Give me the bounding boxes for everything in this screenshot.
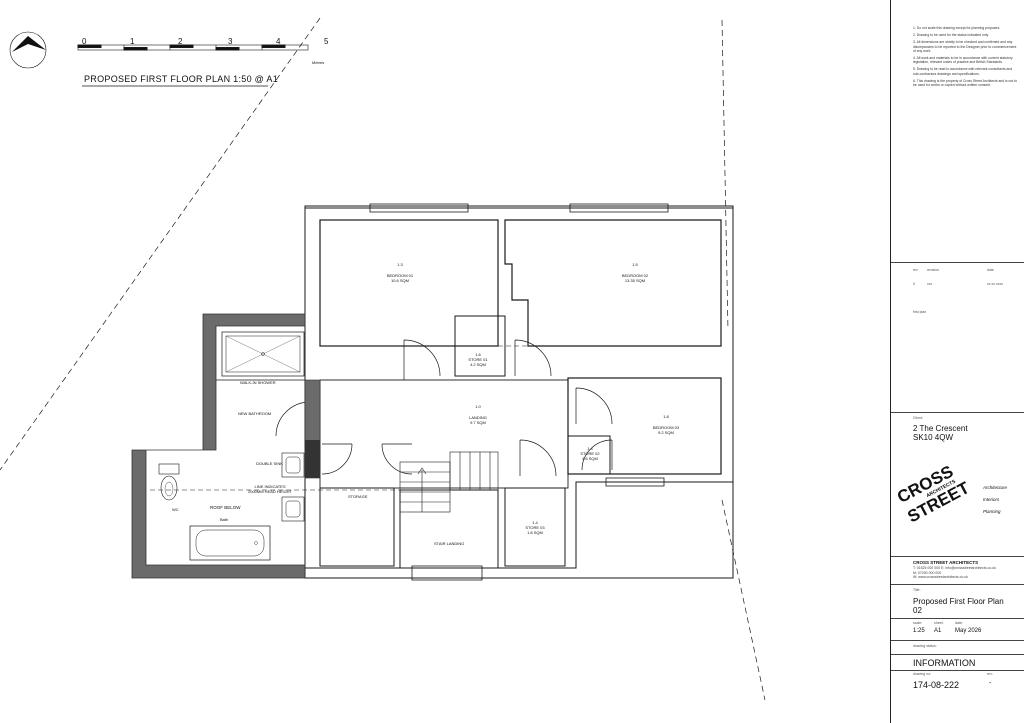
rev-row-num: 0 [913, 282, 915, 286]
rev-header-rev: rev [913, 268, 918, 272]
label-new-bathroom: NEW BATHROOM [238, 411, 272, 416]
scale-value: 1:25 [913, 628, 925, 634]
logo-taglines: Architecture Interiors Planning [983, 485, 1008, 514]
drawing-no-label: drawing no: [913, 672, 932, 676]
rev-label: rev: [987, 672, 993, 676]
label-walk-in-shower: WALK-IN SHOWER [240, 380, 276, 385]
drawing-title-line-1: Proposed First Floor Plan [913, 597, 1004, 606]
scale-label: scale: [913, 621, 923, 625]
scale-tick-5: 5 [324, 37, 329, 46]
drawing-status: INFORMATION [913, 658, 976, 668]
rev-row-date: xx.xx.xxxx [987, 282, 1003, 286]
label-wc: WC [172, 507, 179, 512]
cross-street-logo: CROSS ARCHITECTS STREET [894, 461, 973, 527]
sheet-value: A1 [934, 628, 942, 634]
sheet-label: sheet: [934, 621, 944, 625]
scale-tick-0: 0 [82, 37, 87, 46]
status-label: drawing status: [913, 644, 937, 648]
label-double-sink: DOUBLE SINK [256, 461, 283, 466]
client-label: Client: [913, 416, 923, 420]
plan-title: PROPOSED FIRST FLOOR PLAN 1:50 @ A1 [84, 74, 279, 84]
date-label: date: [955, 621, 963, 625]
title-label: Title: [913, 588, 921, 592]
floor-plan-drawing [0, 17, 766, 701]
scale-tick-4: 4 [276, 37, 281, 46]
label-storage: STORAGE [348, 494, 368, 499]
scale-tick-1: 1 [130, 37, 135, 46]
drawing-title-line-2: 02 [913, 606, 922, 615]
status-small: first plan [913, 310, 927, 314]
label-roof-below: ROOF BELOW [210, 505, 241, 510]
address-line-1: 2 The Crescent [913, 424, 968, 433]
label-bath: Bath [220, 517, 229, 522]
drawing-rev: - [989, 680, 992, 687]
label-stair-landing: STAIR LANDING [434, 541, 465, 546]
address-line-2: SK10 4QW [913, 433, 954, 442]
scale-unit: Metres [312, 60, 325, 65]
scale-tick-3: 3 [228, 37, 233, 46]
label-head-height-note: LINE INDICATES 2000MM HEAD HEIGHT [248, 484, 293, 494]
rev-header-revision: revision [927, 268, 940, 272]
scale-tick-2: 2 [178, 37, 183, 46]
date-value: May 2026 [955, 628, 982, 634]
title-block: 1. Do not scale this drawing except for … [890, 0, 1024, 723]
drawing-number: 174-08-222 [913, 680, 960, 690]
rev-header-date: date [987, 268, 994, 272]
firm-contact: T: 01625 000 000 E: info@crossstreetarch… [913, 566, 996, 579]
rev-row-text: xxx [927, 282, 933, 286]
firm-name: CROSS STREET ARCHITECTS [913, 560, 979, 565]
drawing-notes: 1. Do not scale this drawing except for … [913, 26, 1017, 88]
